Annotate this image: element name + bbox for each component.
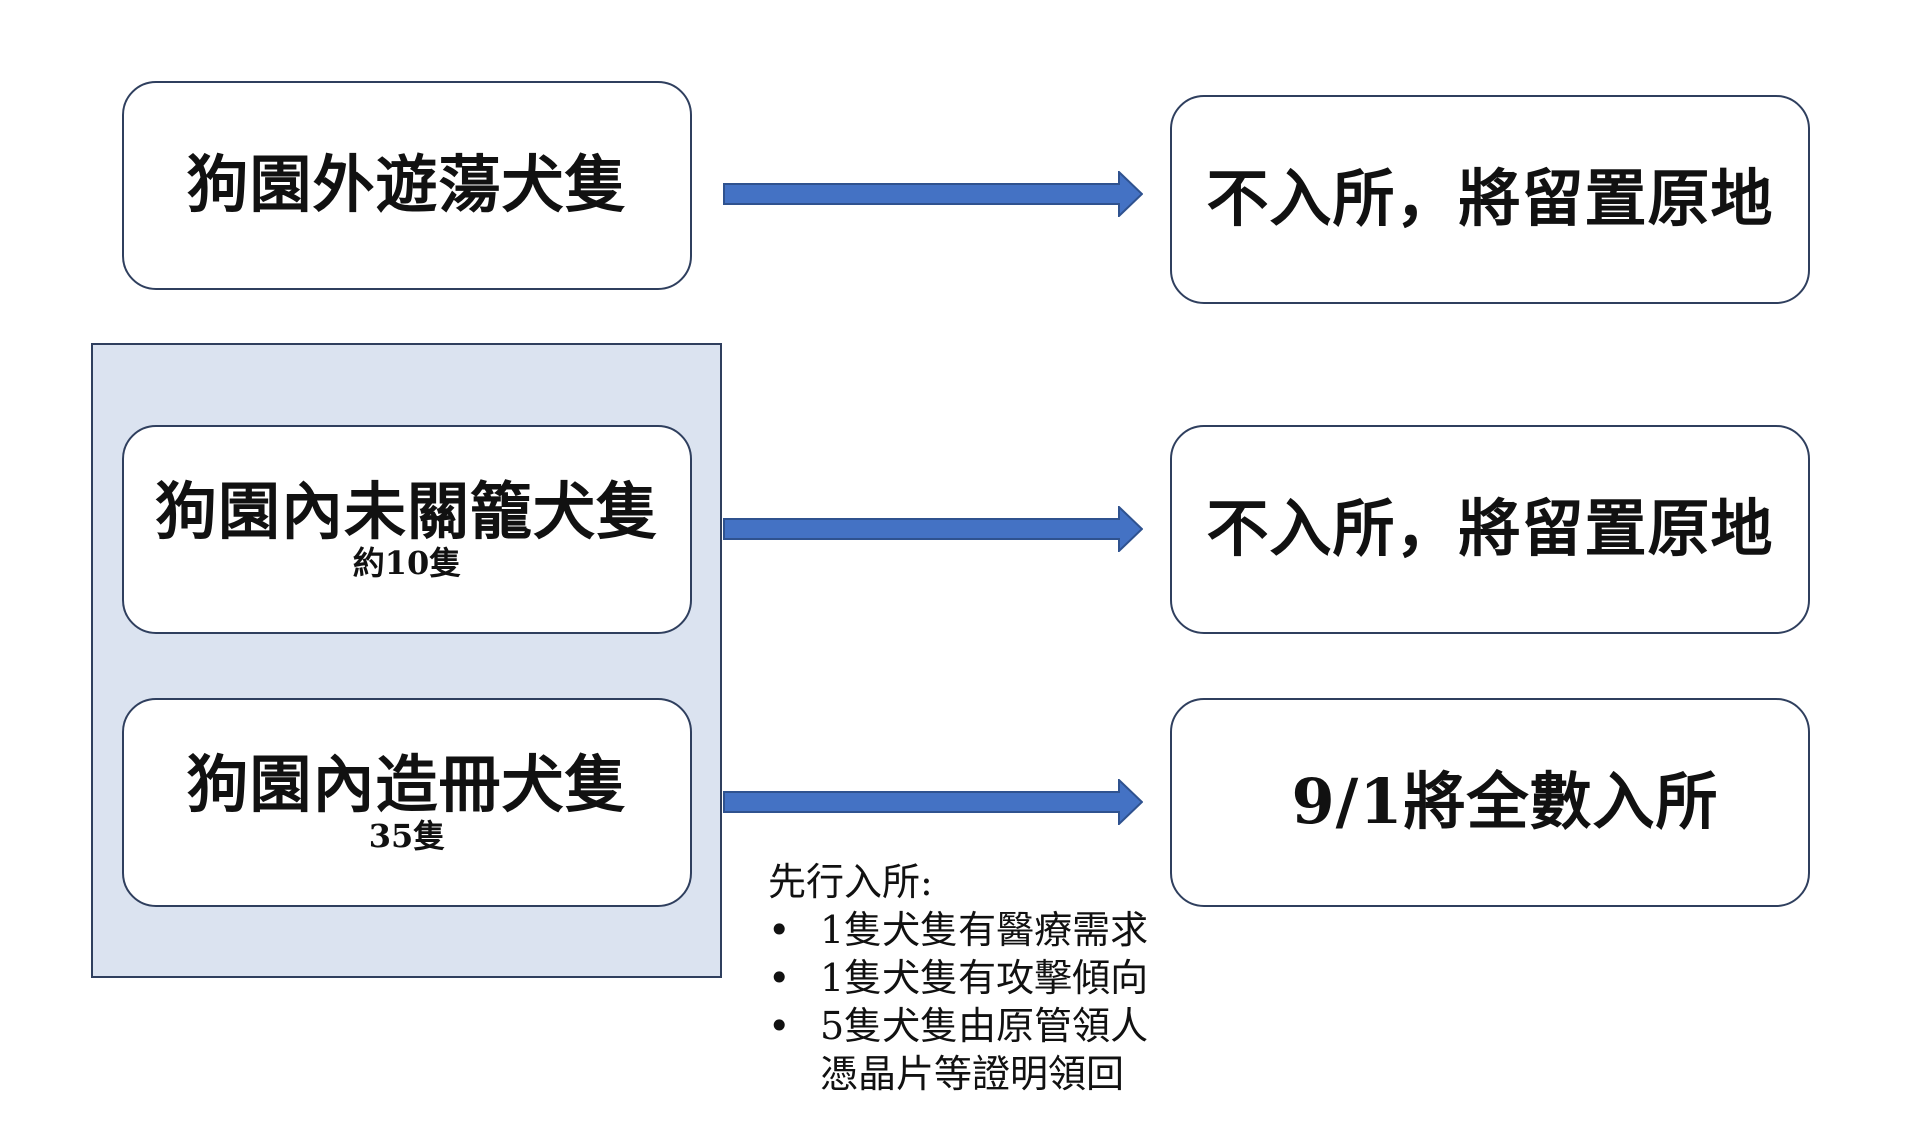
notes-title: 先行入所:	[768, 860, 933, 904]
flow-arrow	[723, 506, 1143, 552]
notes-item: • 1隻犬隻有攻擊傾向	[768, 954, 1188, 1002]
source-box-count: 35隻	[368, 817, 446, 855]
source-box-count: 約10隻	[352, 544, 462, 582]
notes-item: • 5隻犬隻由原管領人	[768, 1002, 1188, 1050]
arrow-shape	[723, 506, 1143, 552]
notes-item-text: 1隻犬隻有醫療需求	[820, 908, 1149, 952]
outcome-box-stay-2: 不入所，將留置原地	[1170, 425, 1810, 634]
arrow-shape	[723, 779, 1143, 825]
outcome-box-title: 9/1將全數入所	[1291, 765, 1719, 839]
outcome-box-stay-1: 不入所，將留置原地	[1170, 95, 1810, 304]
source-box-uncaged-inside: 狗園內未關籠犬隻 約10隻	[122, 425, 692, 634]
bullet-icon: •	[768, 908, 791, 952]
arrow-shape	[723, 171, 1143, 217]
source-box-title: 狗園內未關籠犬隻	[154, 474, 659, 548]
source-box-stray-outside: 狗園外遊蕩犬隻	[122, 81, 692, 290]
notes-list: • 1隻犬隻有醫療需求 • 1隻犬隻有攻擊傾向 • 5隻犬隻由原管領人 憑晶片等…	[768, 906, 1188, 1098]
source-box-title: 狗園外遊蕩犬隻	[186, 148, 628, 222]
notes-item-text: 5隻犬隻由原管領人	[820, 1004, 1149, 1048]
outcome-box-title: 不入所，將留置原地	[1206, 162, 1774, 236]
source-box-title: 狗園內造冊犬隻	[186, 747, 628, 821]
notes-item-text: 1隻犬隻有攻擊傾向	[820, 956, 1149, 1000]
outcome-box-title: 不入所，將留置原地	[1206, 492, 1774, 566]
notes-item: • 1隻犬隻有醫療需求	[768, 906, 1188, 954]
flow-arrow	[723, 779, 1143, 825]
source-box-registered-inside: 狗園內造冊犬隻 35隻	[122, 698, 692, 907]
notes-item-continuation: 憑晶片等證明領回	[768, 1050, 1188, 1098]
flow-arrow	[723, 171, 1143, 217]
early-admission-notes: 先行入所: • 1隻犬隻有醫療需求 • 1隻犬隻有攻擊傾向 • 5隻犬隻由原管領…	[768, 858, 1188, 1098]
bullet-icon: •	[768, 1004, 791, 1048]
bullet-icon: •	[768, 956, 791, 1000]
notes-item-text: 憑晶片等證明領回	[820, 1052, 1125, 1096]
outcome-box-admit-all: 9/1將全數入所	[1170, 698, 1810, 907]
